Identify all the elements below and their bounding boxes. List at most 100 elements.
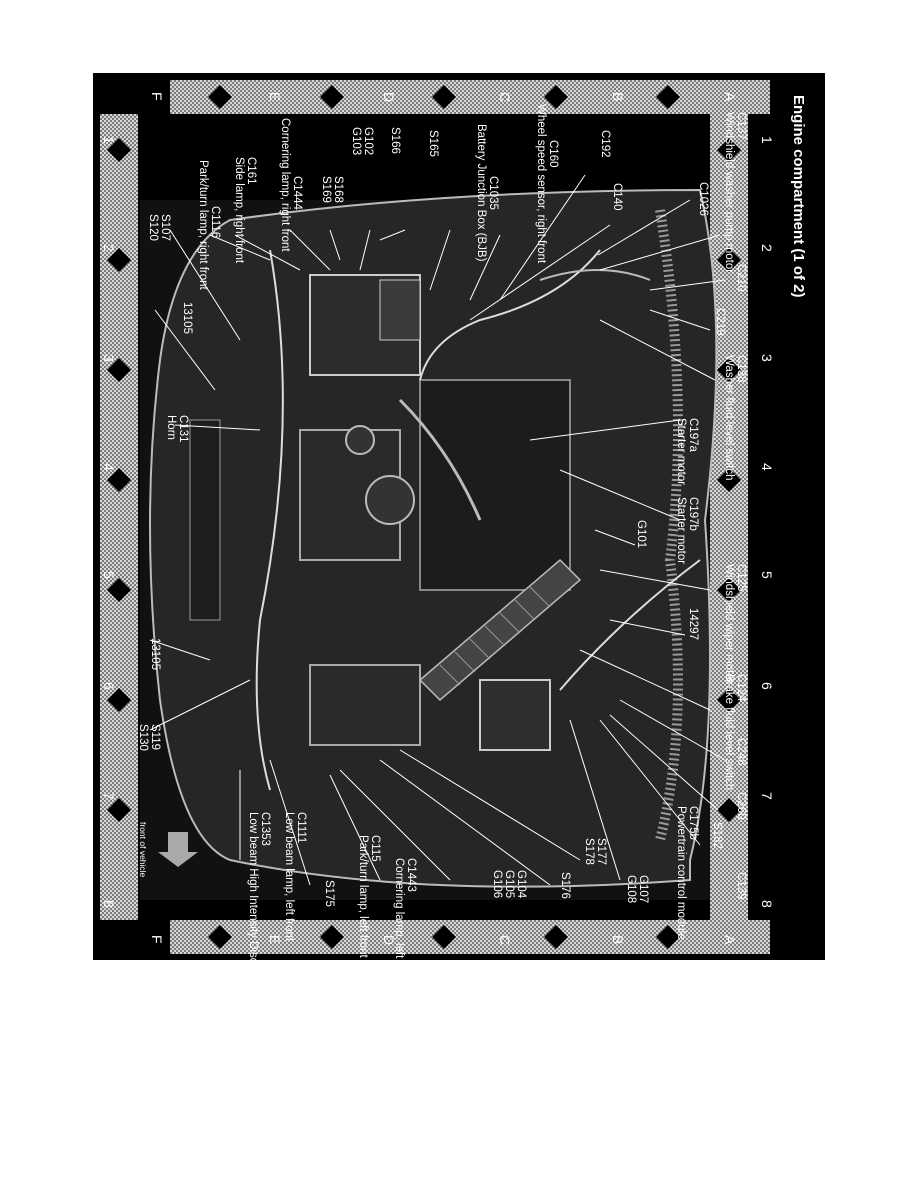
label-c137-desc: Windshield washer pump motor xyxy=(723,112,735,273)
row-label-top-D: D xyxy=(381,92,397,102)
label-s119: S119 xyxy=(149,724,161,750)
label-c125: C125 xyxy=(735,564,747,592)
label-14297: 14297 xyxy=(687,608,699,640)
label-c1116: C1116 xyxy=(209,206,221,238)
title-bar: Engine compartment (1 of 2) xyxy=(773,73,825,960)
border-diamond xyxy=(107,798,131,822)
label-c219: C219 xyxy=(714,308,726,336)
label-s177: S177 xyxy=(595,838,607,865)
label-c161-desc: Side lamp, right front xyxy=(233,157,245,264)
col-label-right-7: 7 xyxy=(759,792,775,800)
border-diamond xyxy=(107,578,131,602)
border-diamond xyxy=(107,468,131,492)
col-label-right-5: 5 xyxy=(759,571,775,579)
border-diamond xyxy=(717,468,741,492)
label-c1026: C1026 xyxy=(697,182,709,216)
row-label-bottom-F: F xyxy=(149,935,165,944)
label-s178: S178 xyxy=(583,838,595,865)
border-diamond xyxy=(208,85,232,109)
leader-lines xyxy=(149,174,726,886)
label-c1443-desc: Cornering lamp, left front xyxy=(393,858,405,985)
row-label-bottom-A: A xyxy=(722,935,738,945)
border-diamond xyxy=(107,138,131,162)
label-s120: S120 xyxy=(147,214,159,241)
col-label-left-6: 6 xyxy=(101,682,117,690)
label-g102: G102 xyxy=(362,127,374,155)
label-c1116-desc: Park/turn lamp, right front xyxy=(197,160,209,291)
label-c138: C138 xyxy=(735,355,747,383)
label-c115-desc: Park/turn lamp, left front xyxy=(357,835,369,959)
label-g104: G104 xyxy=(515,870,527,899)
row-label-top-E: E xyxy=(267,92,283,101)
label-s165: S165 xyxy=(427,130,439,157)
col-label-left-3: 3 xyxy=(101,354,117,362)
label-c140: C140 xyxy=(611,183,623,211)
label-g106: G106 xyxy=(491,870,503,898)
label-c1353: C1353 xyxy=(259,812,271,846)
label-s169: S169 xyxy=(320,176,332,203)
border-diamond xyxy=(320,85,344,109)
col-label-left-8: 8 xyxy=(101,900,117,908)
label-s175: S175 xyxy=(323,880,335,907)
diagram-title: Engine compartment (1 of 2) xyxy=(790,95,807,298)
label-c1035: C1035 xyxy=(487,176,499,210)
label-g103: G103 xyxy=(350,127,362,155)
label-c131: C131 xyxy=(177,415,189,443)
col-label-right-4: 4 xyxy=(759,463,775,471)
label-g105: G105 xyxy=(503,870,515,898)
label-s182: S182 xyxy=(711,822,723,849)
border-diamond xyxy=(717,358,741,382)
label-s130: S130 xyxy=(137,724,149,751)
col-label-right-1: 1 xyxy=(759,136,775,144)
border-diamond xyxy=(717,248,741,272)
label-c1443: C1443 xyxy=(405,858,417,892)
border-diamond xyxy=(656,85,680,109)
label-13105a: 13105 xyxy=(181,302,193,334)
row-label-top-A: A xyxy=(722,92,738,102)
label-c115: C115 xyxy=(369,835,381,862)
border-diamond xyxy=(717,688,741,712)
label-c197b-desc: Starter motor xyxy=(675,497,687,564)
col-label-left-4: 4 xyxy=(101,463,117,471)
label-c131-desc: Horn xyxy=(165,415,177,440)
row-label-bottom-D: D xyxy=(381,935,397,945)
label-c138-desc: Washer fluid level switch xyxy=(723,355,735,480)
label-c197a: C197a xyxy=(687,418,699,452)
front-of-vehicle-label: front of vehicle xyxy=(138,822,148,878)
border-diamond xyxy=(432,925,456,949)
border-diamond xyxy=(656,925,680,949)
border-diamond xyxy=(544,925,568,949)
col-label-left-5: 5 xyxy=(101,571,117,579)
label-c137: C137 xyxy=(735,112,747,140)
label-c248: C248 xyxy=(735,738,747,766)
col-label-left-2: 2 xyxy=(101,244,117,252)
label-c197b: C197b xyxy=(687,497,699,531)
row-label-bottom-B: B xyxy=(610,935,626,944)
label-c1353-desc: Low beam High Intensity Discharge (HID) … xyxy=(247,812,259,1100)
label-g107: G107 xyxy=(637,875,649,903)
label-c197a-desc: Starter motor xyxy=(675,418,687,485)
border-diamond xyxy=(432,85,456,109)
label-g101: G101 xyxy=(635,520,647,548)
row-label-bottom-C: C xyxy=(497,935,513,945)
row-label-top-F: F xyxy=(149,92,165,101)
col-label-right-3: 3 xyxy=(759,354,775,362)
callout-labels: C137 Windshield washer pump motor C1026 … xyxy=(137,104,747,1100)
label-g108: G108 xyxy=(625,875,637,903)
border-diamond xyxy=(107,248,131,272)
label-c1444-desc: Cornering lamp, right front xyxy=(279,118,291,252)
row-label-top-C: C xyxy=(497,92,513,102)
label-c1111-desc: Low beam lamp, left front xyxy=(283,812,295,942)
border-diamond xyxy=(544,85,568,109)
label-s166: S166 xyxy=(389,127,401,154)
row-label-top-B: B xyxy=(610,92,626,101)
grid-border xyxy=(100,80,770,954)
label-c124: C124 xyxy=(735,674,747,702)
label-c175b: C175b xyxy=(687,806,699,840)
label-s168: S168 xyxy=(332,176,344,203)
label-c160-desc: Wheel speed sensor, right front xyxy=(535,104,547,264)
label-c139: C139 xyxy=(735,872,747,900)
label-c1035-desc: Battery Junction Box (BJB) xyxy=(475,124,487,262)
